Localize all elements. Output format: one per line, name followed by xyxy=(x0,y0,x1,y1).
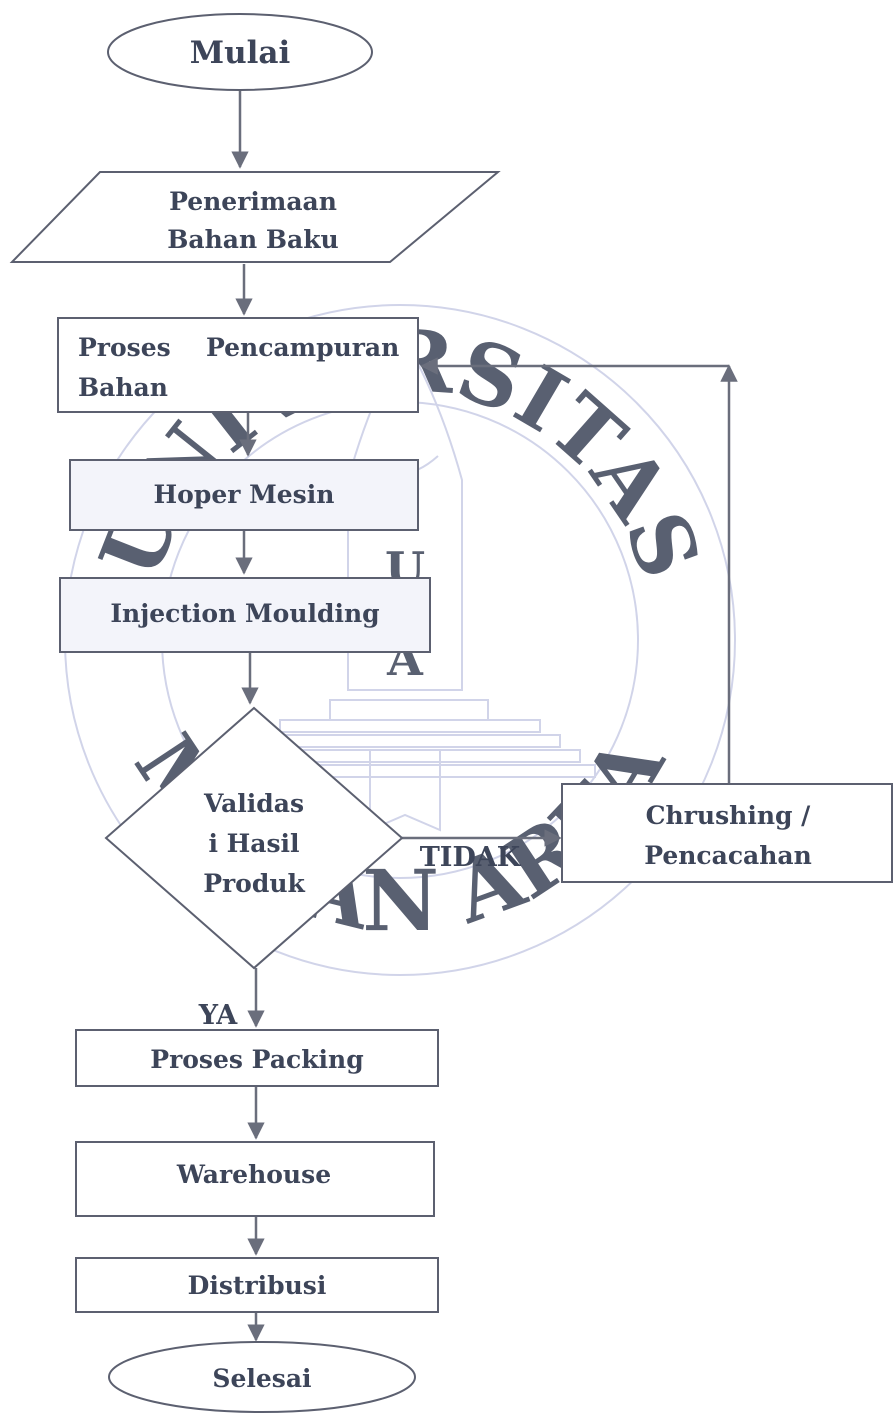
injection-label: Injection Moulding xyxy=(110,599,379,628)
mixing-label-word1: Proses xyxy=(78,333,171,362)
end-label: Selesai xyxy=(212,1364,311,1393)
flowchart-edges xyxy=(231,90,738,1342)
start-label: Mulai xyxy=(190,35,291,71)
decision-label-line3: Produk xyxy=(203,869,305,898)
injection-moulding-box: Injection Moulding xyxy=(59,577,431,653)
warehouse-label: Warehouse xyxy=(176,1160,331,1189)
start-terminal: Mulai xyxy=(107,13,373,91)
crushing-label-line2: Pencacahan xyxy=(644,841,812,870)
mixing-process-box: Proses Pencampuran Bahan xyxy=(57,317,419,413)
hopper-box: Hoper Mesin xyxy=(69,459,419,531)
end-terminal: Selesai xyxy=(108,1341,416,1413)
packing-box: Proses Packing xyxy=(75,1029,439,1087)
crushing-label-line1: Chrushing / xyxy=(646,801,812,830)
receive-material-input: Penerimaan Bahan Baku xyxy=(9,171,501,263)
hopper-label: Hoper Mesin xyxy=(154,480,335,509)
receive-label-line2: Bahan Baku xyxy=(167,225,338,254)
receive-label-line1: Penerimaan xyxy=(169,187,337,216)
decision-label-line1: Validas xyxy=(203,789,304,818)
crushing-box: Chrushing / Pencacahan xyxy=(561,783,893,883)
no-branch-label: TIDAK xyxy=(420,842,522,873)
decision-label-line2: i Hasil xyxy=(208,829,299,858)
warehouse-box: Warehouse xyxy=(75,1141,435,1217)
mixing-label-word3: Bahan xyxy=(78,373,168,402)
distribution-box: Distribusi xyxy=(75,1257,439,1313)
validation-decision: Validas i Hasil Produk xyxy=(104,706,404,970)
distribution-label: Distribusi xyxy=(188,1271,327,1300)
packing-label: Proses Packing xyxy=(150,1045,363,1074)
mixing-label-word2: Pencampuran xyxy=(206,333,399,362)
yes-branch-label: YA xyxy=(198,1000,239,1031)
